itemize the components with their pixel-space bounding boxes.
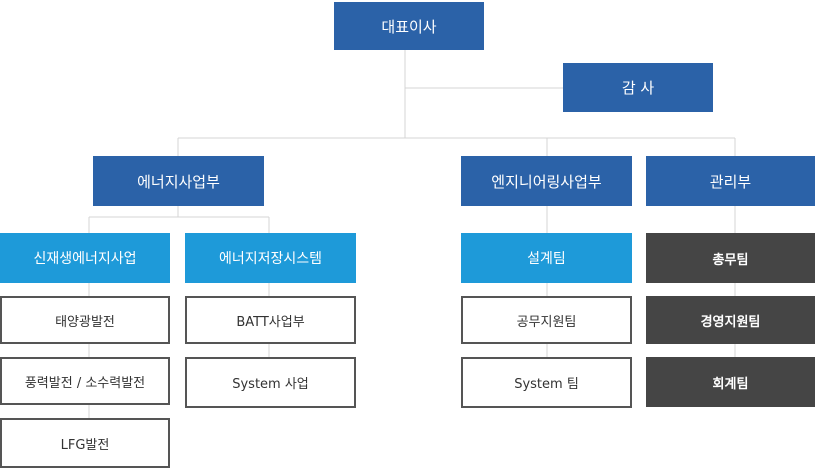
solar-power-box: 태양광발전 (0, 296, 170, 344)
auditor-box: 감 사 (563, 63, 713, 112)
construction-support-team-box: 공무지원팀 (461, 296, 632, 344)
batt-division-box: BATT사업부 (185, 296, 356, 344)
energy-storage-team-box: 에너지저장시스템 (185, 233, 356, 283)
design-team-box: 설계팀 (461, 233, 632, 283)
system-team-box: System 팀 (461, 357, 632, 408)
engineering-division-box: 엔지니어링사업부 (461, 156, 632, 206)
general-affairs-team-box: 총무팀 (646, 233, 815, 283)
ceo-box: 대표이사 (334, 2, 484, 50)
energy-division-box: 에너지사업부 (93, 156, 264, 206)
system-business-box: System 사업 (185, 357, 356, 408)
management-support-team-box: 경영지원팀 (646, 296, 815, 344)
wind-hydro-power-box: 풍력발전 / 소수력발전 (0, 357, 170, 405)
lfg-power-box: LFG발전 (0, 418, 170, 468)
admin-division-box: 관리부 (646, 156, 815, 206)
accounting-team-box: 회계팀 (646, 357, 815, 407)
renewable-energy-team-box: 신재생에너지사업 (0, 233, 170, 283)
